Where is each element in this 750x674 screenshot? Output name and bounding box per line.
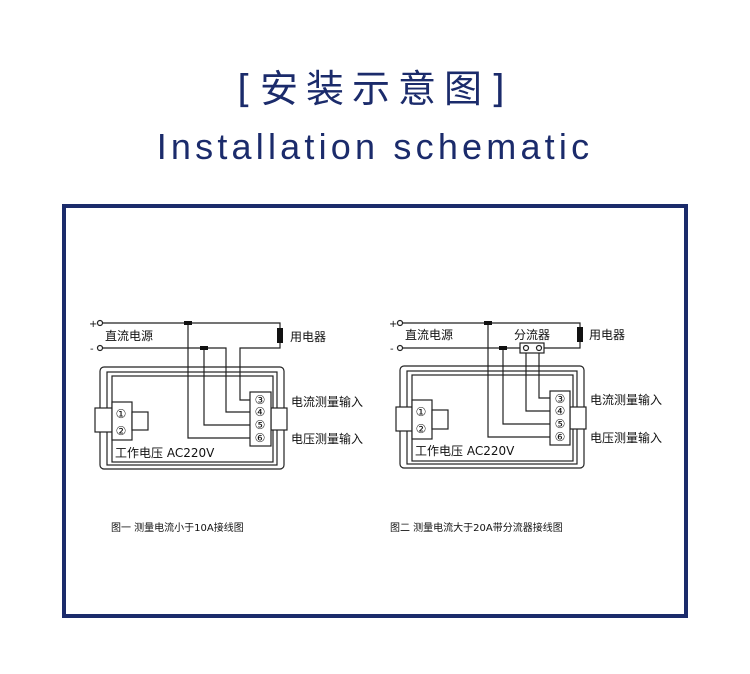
load-resistor-icon bbox=[577, 327, 583, 342]
power-plug bbox=[131, 411, 149, 431]
caption-2: 图二 测量电流大于20A带分流器接线图 bbox=[390, 521, 563, 534]
shunt-terminal-icon bbox=[522, 344, 530, 352]
supply-label: 工作电压 AC220V bbox=[415, 444, 515, 458]
shunt-icon bbox=[519, 342, 545, 354]
minus-terminal-icon bbox=[96, 344, 104, 352]
plus-label: + bbox=[89, 319, 97, 330]
diagram-frame bbox=[62, 204, 688, 618]
terminal-5: ⑤ bbox=[255, 418, 266, 432]
plus-terminal-icon bbox=[396, 319, 404, 327]
right-tab bbox=[270, 407, 288, 431]
power-plug bbox=[431, 409, 449, 430]
diagram-1: + - 直流电源 用电器 ① ② ③ ④ ⑤ ⑥ 电流测量输入 电压测量输入 工… bbox=[89, 319, 363, 534]
current-input-label: 电流测量输入 bbox=[291, 394, 363, 409]
minus-terminal-icon bbox=[396, 344, 404, 352]
power-source-label: 直流电源 bbox=[105, 329, 153, 343]
terminal-3: ③ bbox=[555, 392, 566, 406]
junction-icon bbox=[200, 346, 208, 350]
right-tab bbox=[569, 406, 587, 430]
plus-terminal-icon bbox=[96, 319, 104, 327]
caption-1: 图一 测量电流小于10A接线图 bbox=[111, 521, 244, 534]
junction-icon bbox=[484, 321, 492, 325]
terminal-1: ① bbox=[116, 407, 127, 421]
wire bbox=[487, 323, 555, 438]
terminal-6: ⑥ bbox=[255, 431, 266, 445]
terminal-5: ⑤ bbox=[555, 417, 566, 431]
load-label: 用电器 bbox=[589, 328, 625, 342]
left-tab bbox=[94, 407, 113, 433]
diagram-2: + - 直流电源 分流器 用电器 ① ② ③ ④ ⑤ ⑥ bbox=[389, 319, 662, 534]
terminal-3: ③ bbox=[255, 393, 266, 407]
shunt-terminal-icon bbox=[535, 344, 543, 352]
shunt-label: 分流器 bbox=[514, 328, 550, 342]
power-source-label: 直流电源 bbox=[405, 328, 453, 342]
voltage-input-label: 电压测量输入 bbox=[291, 431, 363, 446]
junction-icon bbox=[499, 346, 507, 350]
terminal-4: ④ bbox=[255, 405, 266, 419]
terminal-4: ④ bbox=[555, 404, 566, 418]
title-english: Installation schematic bbox=[156, 126, 594, 167]
wire bbox=[203, 348, 255, 426]
wire bbox=[103, 347, 255, 413]
voltage-input-label: 电压测量输入 bbox=[590, 430, 662, 445]
wire bbox=[103, 322, 281, 401]
terminal-1: ① bbox=[416, 405, 427, 419]
minus-label: - bbox=[390, 344, 394, 355]
signal-terminal-block bbox=[549, 390, 571, 446]
minus-label: - bbox=[90, 344, 94, 355]
plus-label: + bbox=[389, 319, 397, 330]
load-label: 用电器 bbox=[290, 330, 326, 344]
wire bbox=[502, 348, 555, 425]
title-chinese: [安装示意图] bbox=[237, 67, 513, 111]
current-input-label: 电流测量输入 bbox=[590, 392, 662, 407]
left-tab bbox=[395, 406, 413, 432]
junction-icon bbox=[184, 321, 192, 325]
terminal-2: ② bbox=[416, 422, 427, 436]
supply-label: 工作电压 AC220V bbox=[115, 446, 215, 460]
wire bbox=[187, 323, 255, 439]
load-resistor-icon bbox=[277, 328, 283, 343]
terminal-6: ⑥ bbox=[555, 430, 566, 444]
terminal-2: ② bbox=[116, 424, 127, 438]
signal-terminal-block bbox=[249, 391, 272, 447]
